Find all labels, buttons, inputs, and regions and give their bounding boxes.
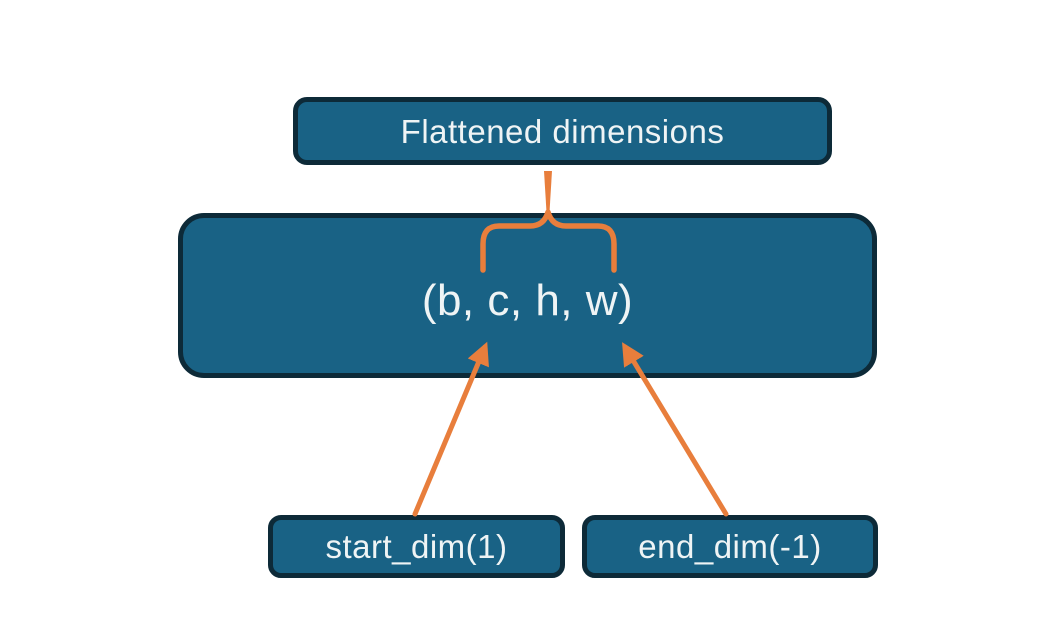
flattened-dimensions-label: Flattened dimensions xyxy=(400,112,725,150)
flattened-dimensions-box: Flattened dimensions xyxy=(293,97,832,165)
start-dim-label: start_dim(1) xyxy=(325,528,508,565)
tensor-shape-label: (b, c, h, w) xyxy=(421,275,634,325)
stem-pointer-icon xyxy=(544,171,552,212)
end-dim-box: end_dim(-1) xyxy=(582,515,878,578)
start-dim-box: start_dim(1) xyxy=(268,515,565,578)
end-dim-label: end_dim(-1) xyxy=(638,528,822,565)
tensor-shape-box: (b, c, h, w) xyxy=(178,213,877,378)
